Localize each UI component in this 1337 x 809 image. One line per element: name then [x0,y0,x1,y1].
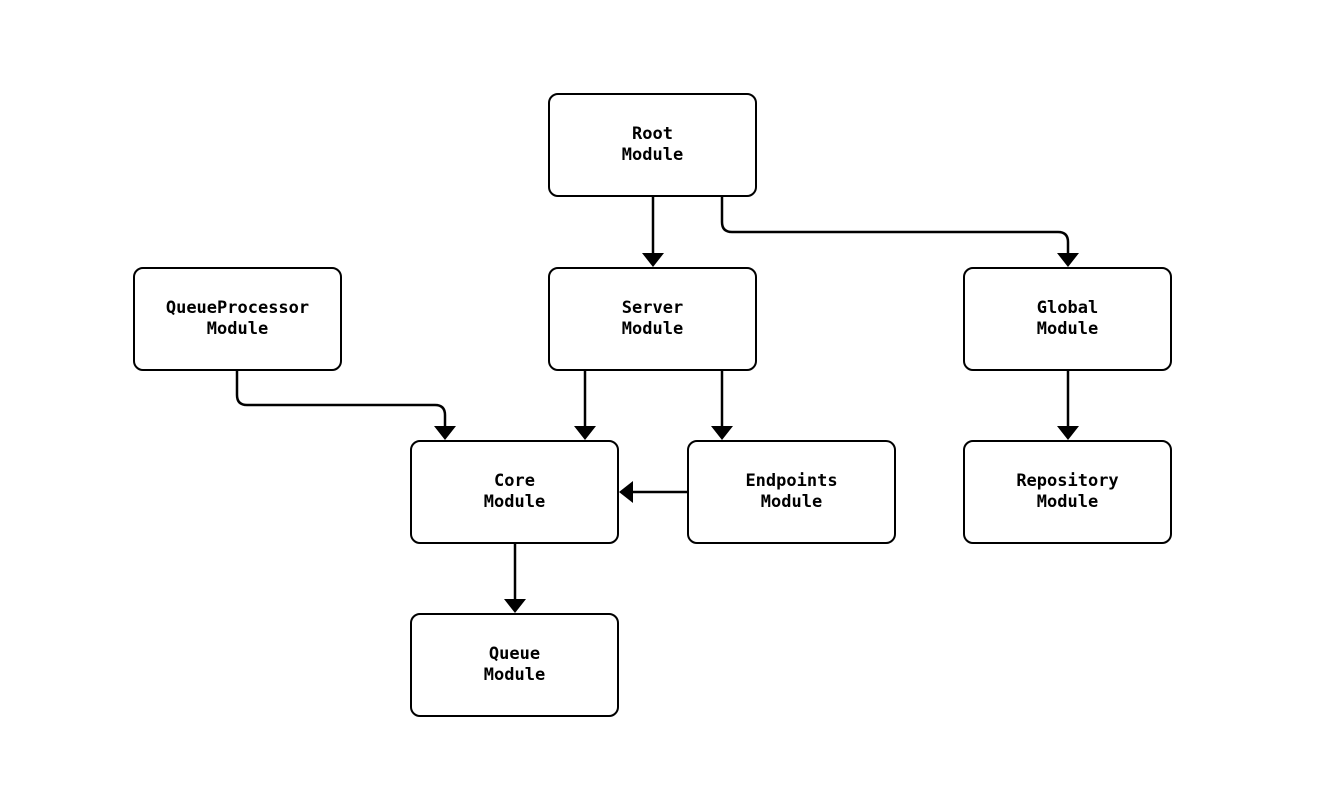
node-queue-module: Queue Module [410,613,619,717]
node-core-module: Core Module [410,440,619,544]
edge-core-queue [504,544,526,613]
node-label-line1: Server [621,298,684,318]
node-queueprocessor-module: QueueProcessor Module [133,267,342,371]
edge-server-endpoints [711,371,733,440]
node-label-line2: Module [483,665,546,685]
node-label-line1: Global [1036,298,1099,318]
node-label-line1: Endpoints [745,471,838,491]
edge-global-repository [1057,371,1079,440]
node-label-line2: Module [1036,319,1099,339]
edge-root-server [642,197,664,267]
node-label-line1: QueueProcessor [165,298,310,318]
edge-root-global [720,197,1079,267]
node-label-line2: Module [206,319,269,339]
node-label-line2: Module [621,319,684,339]
node-label-line1: Core [494,471,535,491]
edge-endpoints-core [619,481,687,503]
node-endpoints-module: Endpoints Module [687,440,896,544]
edge-server-core [574,371,596,440]
node-global-module: Global Module [963,267,1172,371]
node-label-line1: Repository [1016,471,1119,491]
node-root-module: Root Module [548,93,757,197]
edge-queueprocessor-core [235,371,456,440]
node-label-line2: Module [483,492,546,512]
node-repository-module: Repository Module [963,440,1172,544]
node-label-line2: Module [1036,492,1099,512]
node-server-module: Server Module [548,267,757,371]
node-label-line1: Root [632,124,673,144]
node-label-line2: Module [621,145,684,165]
node-label-line2: Module [760,492,823,512]
node-label-line1: Queue [488,644,541,664]
